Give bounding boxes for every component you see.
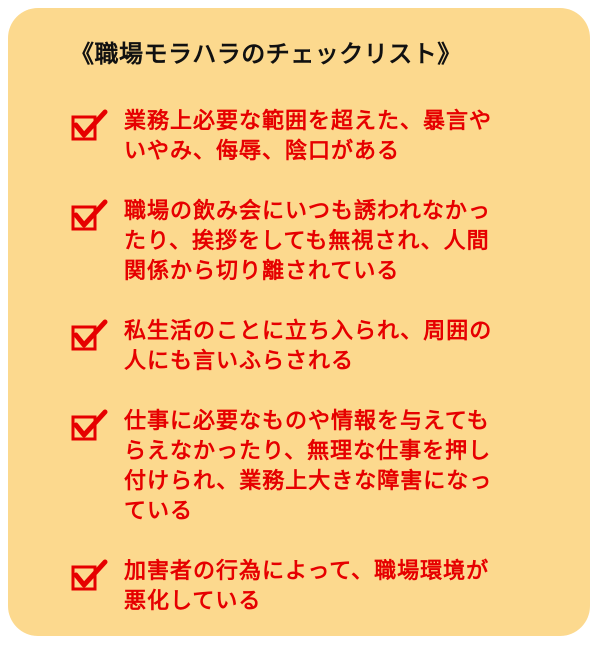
checklist-item-line: 付けられ、業務上大きな障害になっ [124,469,493,494]
checklist-item-line: らえなかったり、無理な仕事を押し [124,439,492,464]
checkmark-box-icon [70,199,108,233]
checklist-item-line: 私生活のことに立ち入られ、周囲の [124,319,493,344]
checklist-item-text: 業務上必要な範囲を超えた、暴言やいやみ、侮辱、陰口がある [124,107,566,167]
checklist-item-line: ている [124,499,194,524]
checklist-item-line: たり、挨拶をしても無視され、人間 [124,229,490,254]
checklist-item-line: 加害者の行為によって、職場環境が [124,559,490,584]
checkmark-box-icon [70,319,108,353]
checklist-item-line: 仕事に必要なものや情報を与えても [124,409,490,434]
checklist-item-line: 悪化している [124,589,262,614]
checklist-item-line: いやみ、侮辱、陰口がある [124,139,401,164]
checkmark-box-icon [70,409,108,443]
checklist-item: 職場の飲み会にいつも誘われなかったり、挨拶をしても無視され、人間関係から切り離さ… [70,197,566,287]
checklist-item-text: 私生活のことに立ち入られ、周囲の人にも言いふらされる [124,317,566,377]
checklist-item-text: 加害者の行為によって、職場環境が悪化している [124,557,566,617]
checklist-item-text: 仕事に必要なものや情報を与えてもらえなかったり、無理な仕事を押し付けられ、業務上… [124,407,566,527]
checkmark-box-icon [70,559,108,593]
checklist-item-text: 職場の飲み会にいつも誘われなかったり、挨拶をしても無視され、人間関係から切り離さ… [124,197,566,287]
checklist-item-line: 職場の飲み会にいつも誘われなかっ [124,199,491,224]
checklist-title: 《職場モラハラのチェックリスト》 [70,40,462,68]
checklist-item-line: 業務上必要な範囲を超えた、暴言や [124,109,493,134]
checklist-item: 仕事に必要なものや情報を与えてもらえなかったり、無理な仕事を押し付けられ、業務上… [70,407,566,527]
checklist-item: 私生活のことに立ち入られ、周囲の人にも言いふらされる [70,317,566,377]
checklist-item-line: 人にも言いふらされる [124,349,355,374]
checkmark-box-icon [70,109,108,143]
checklist-item: 加害者の行為によって、職場環境が悪化している [70,557,566,617]
checklist: 業務上必要な範囲を超えた、暴言やいやみ、侮辱、陰口がある職場の飲み会にいつも誘わ… [70,107,566,617]
checklist-card: 《職場モラハラのチェックリスト》 業務上必要な範囲を超えた、暴言やいやみ、侮辱、… [8,8,590,636]
checklist-item-line: 関係から切り離されている [124,259,400,284]
checklist-item: 業務上必要な範囲を超えた、暴言やいやみ、侮辱、陰口がある [70,107,566,167]
